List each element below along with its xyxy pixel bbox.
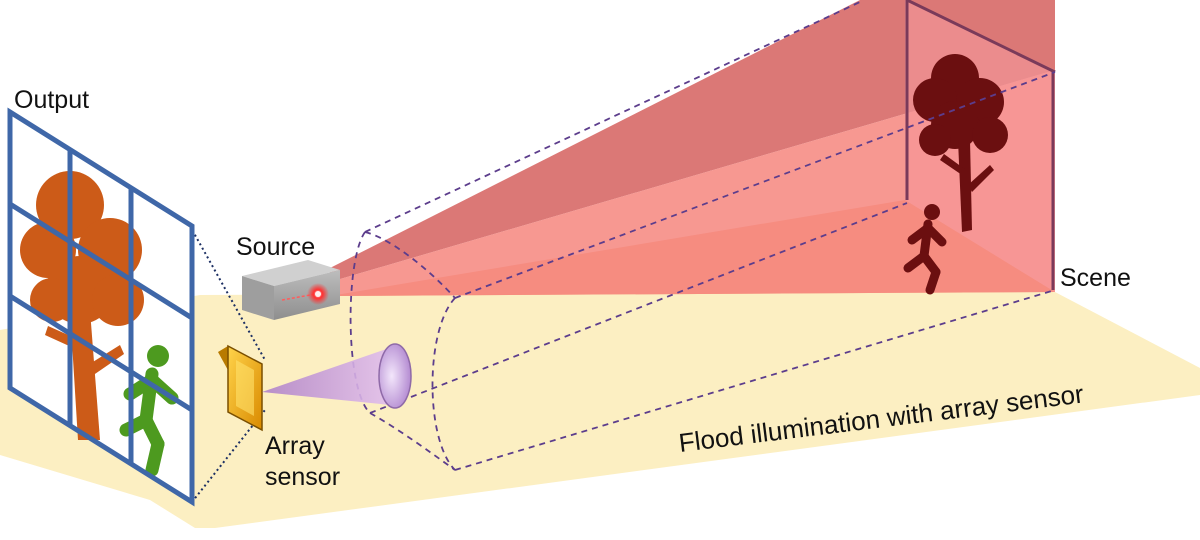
label-source: Source	[236, 233, 315, 261]
source-box-front	[242, 276, 274, 320]
output-image	[7, 107, 195, 507]
source-box-top	[242, 260, 340, 286]
running-person-icon	[903, 204, 947, 295]
array-sensor	[218, 344, 263, 432]
light-cone	[262, 346, 400, 406]
laser-ray	[281, 293, 317, 301]
lens-icon	[378, 343, 412, 409]
scene-edge-top	[906, 0, 1056, 74]
projection-lines	[349, 1, 1056, 471]
output-grid	[7, 107, 195, 507]
tree-icon	[913, 54, 1008, 232]
lens-assembly	[262, 343, 412, 409]
light-source	[242, 260, 340, 320]
illumination-beam-lower	[330, 70, 1055, 296]
label-output: Output	[14, 86, 89, 114]
illumination-beam-upper	[330, 0, 1055, 282]
floor-plane	[0, 292, 1200, 528]
label-array-sensor-line1: Array	[265, 432, 325, 460]
label-array-sensor-line2: sensor	[265, 463, 340, 491]
label-scene: Scene	[1060, 264, 1131, 292]
output-projection-lines	[189, 225, 266, 503]
